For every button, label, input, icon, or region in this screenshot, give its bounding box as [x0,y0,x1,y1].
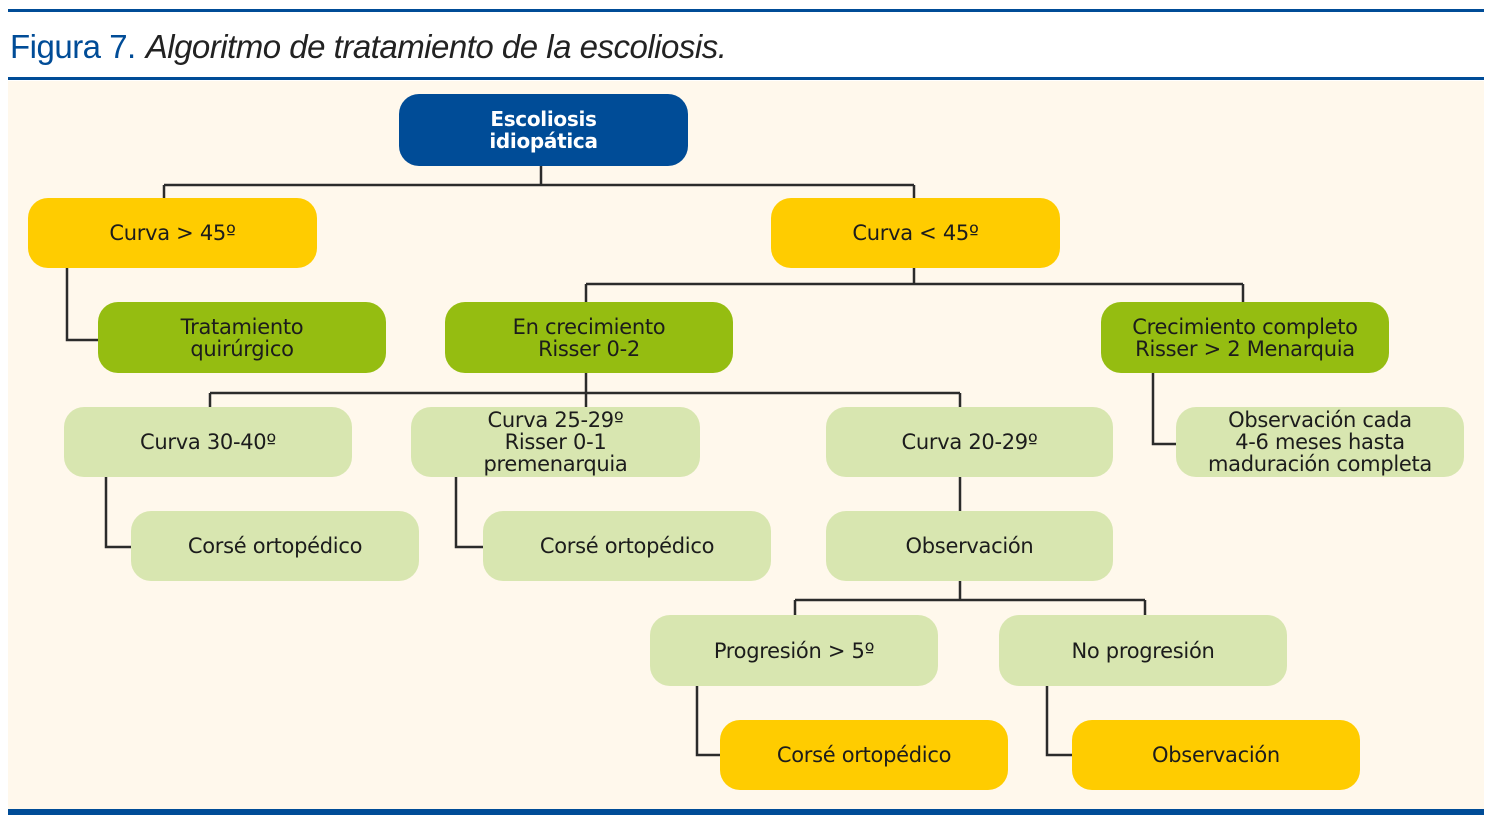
node-corse-ortopedico-2: Corsé ortopédico [483,511,771,581]
node-curva-30-40: Curva 30-40º [64,407,352,477]
top-rule [8,9,1484,12]
caption-rule [8,77,1484,80]
node-tratamiento-quirurgico: Tratamiento quirúrgico [98,302,386,373]
node-curva-mayor-45: Curva > 45º [28,198,317,268]
node-progresion: Progresión > 5º [650,615,938,686]
connector-2529-brace [454,477,483,549]
bottom-rule [8,809,1484,815]
node-no-progresion: No progresión [999,615,1287,686]
node-escoliosis-idiopatica: Escoliosis idiopática [399,94,688,166]
connector-progression-brace [695,686,720,757]
figure-caption: Figura 7. Algoritmo de tratamiento de la… [10,22,727,72]
connector-3040-brace [104,477,131,549]
connector-complete-observe [1151,373,1176,446]
node-curva-20-29: Curva 20-29º [826,407,1113,477]
node-observacion: Observación [826,511,1113,581]
node-corse-ortopedico-1: Corsé ortopédico [131,511,419,581]
node-curva-menor-45: Curva < 45º [771,198,1060,268]
figure-label: Figura 7. [10,28,136,65]
node-observacion-final: Observación [1072,720,1360,790]
node-observacion-4-6-meses: Observación cada 4-6 meses hasta madurac… [1176,407,1464,477]
node-curva-25-29: Curva 25-29º Risser 0-1 premenarquia [411,407,700,477]
node-en-crecimiento: En crecimiento Risser 0-2 [445,302,733,373]
connector-noprog-observation [1045,686,1072,757]
node-corse-ortopedico-final: Corsé ortopédico [720,720,1008,790]
connector-root [162,166,916,198]
connector-observation [793,581,1147,615]
connector-lt45 [584,268,1245,302]
node-crecimiento-completo: Crecimiento completo Risser > 2 Menarqui… [1101,302,1389,373]
figure-title: Algoritmo de tratamiento de la escoliosi… [145,28,727,65]
connector-growing [208,373,962,407]
connector-gt45-surgery [65,268,98,342]
